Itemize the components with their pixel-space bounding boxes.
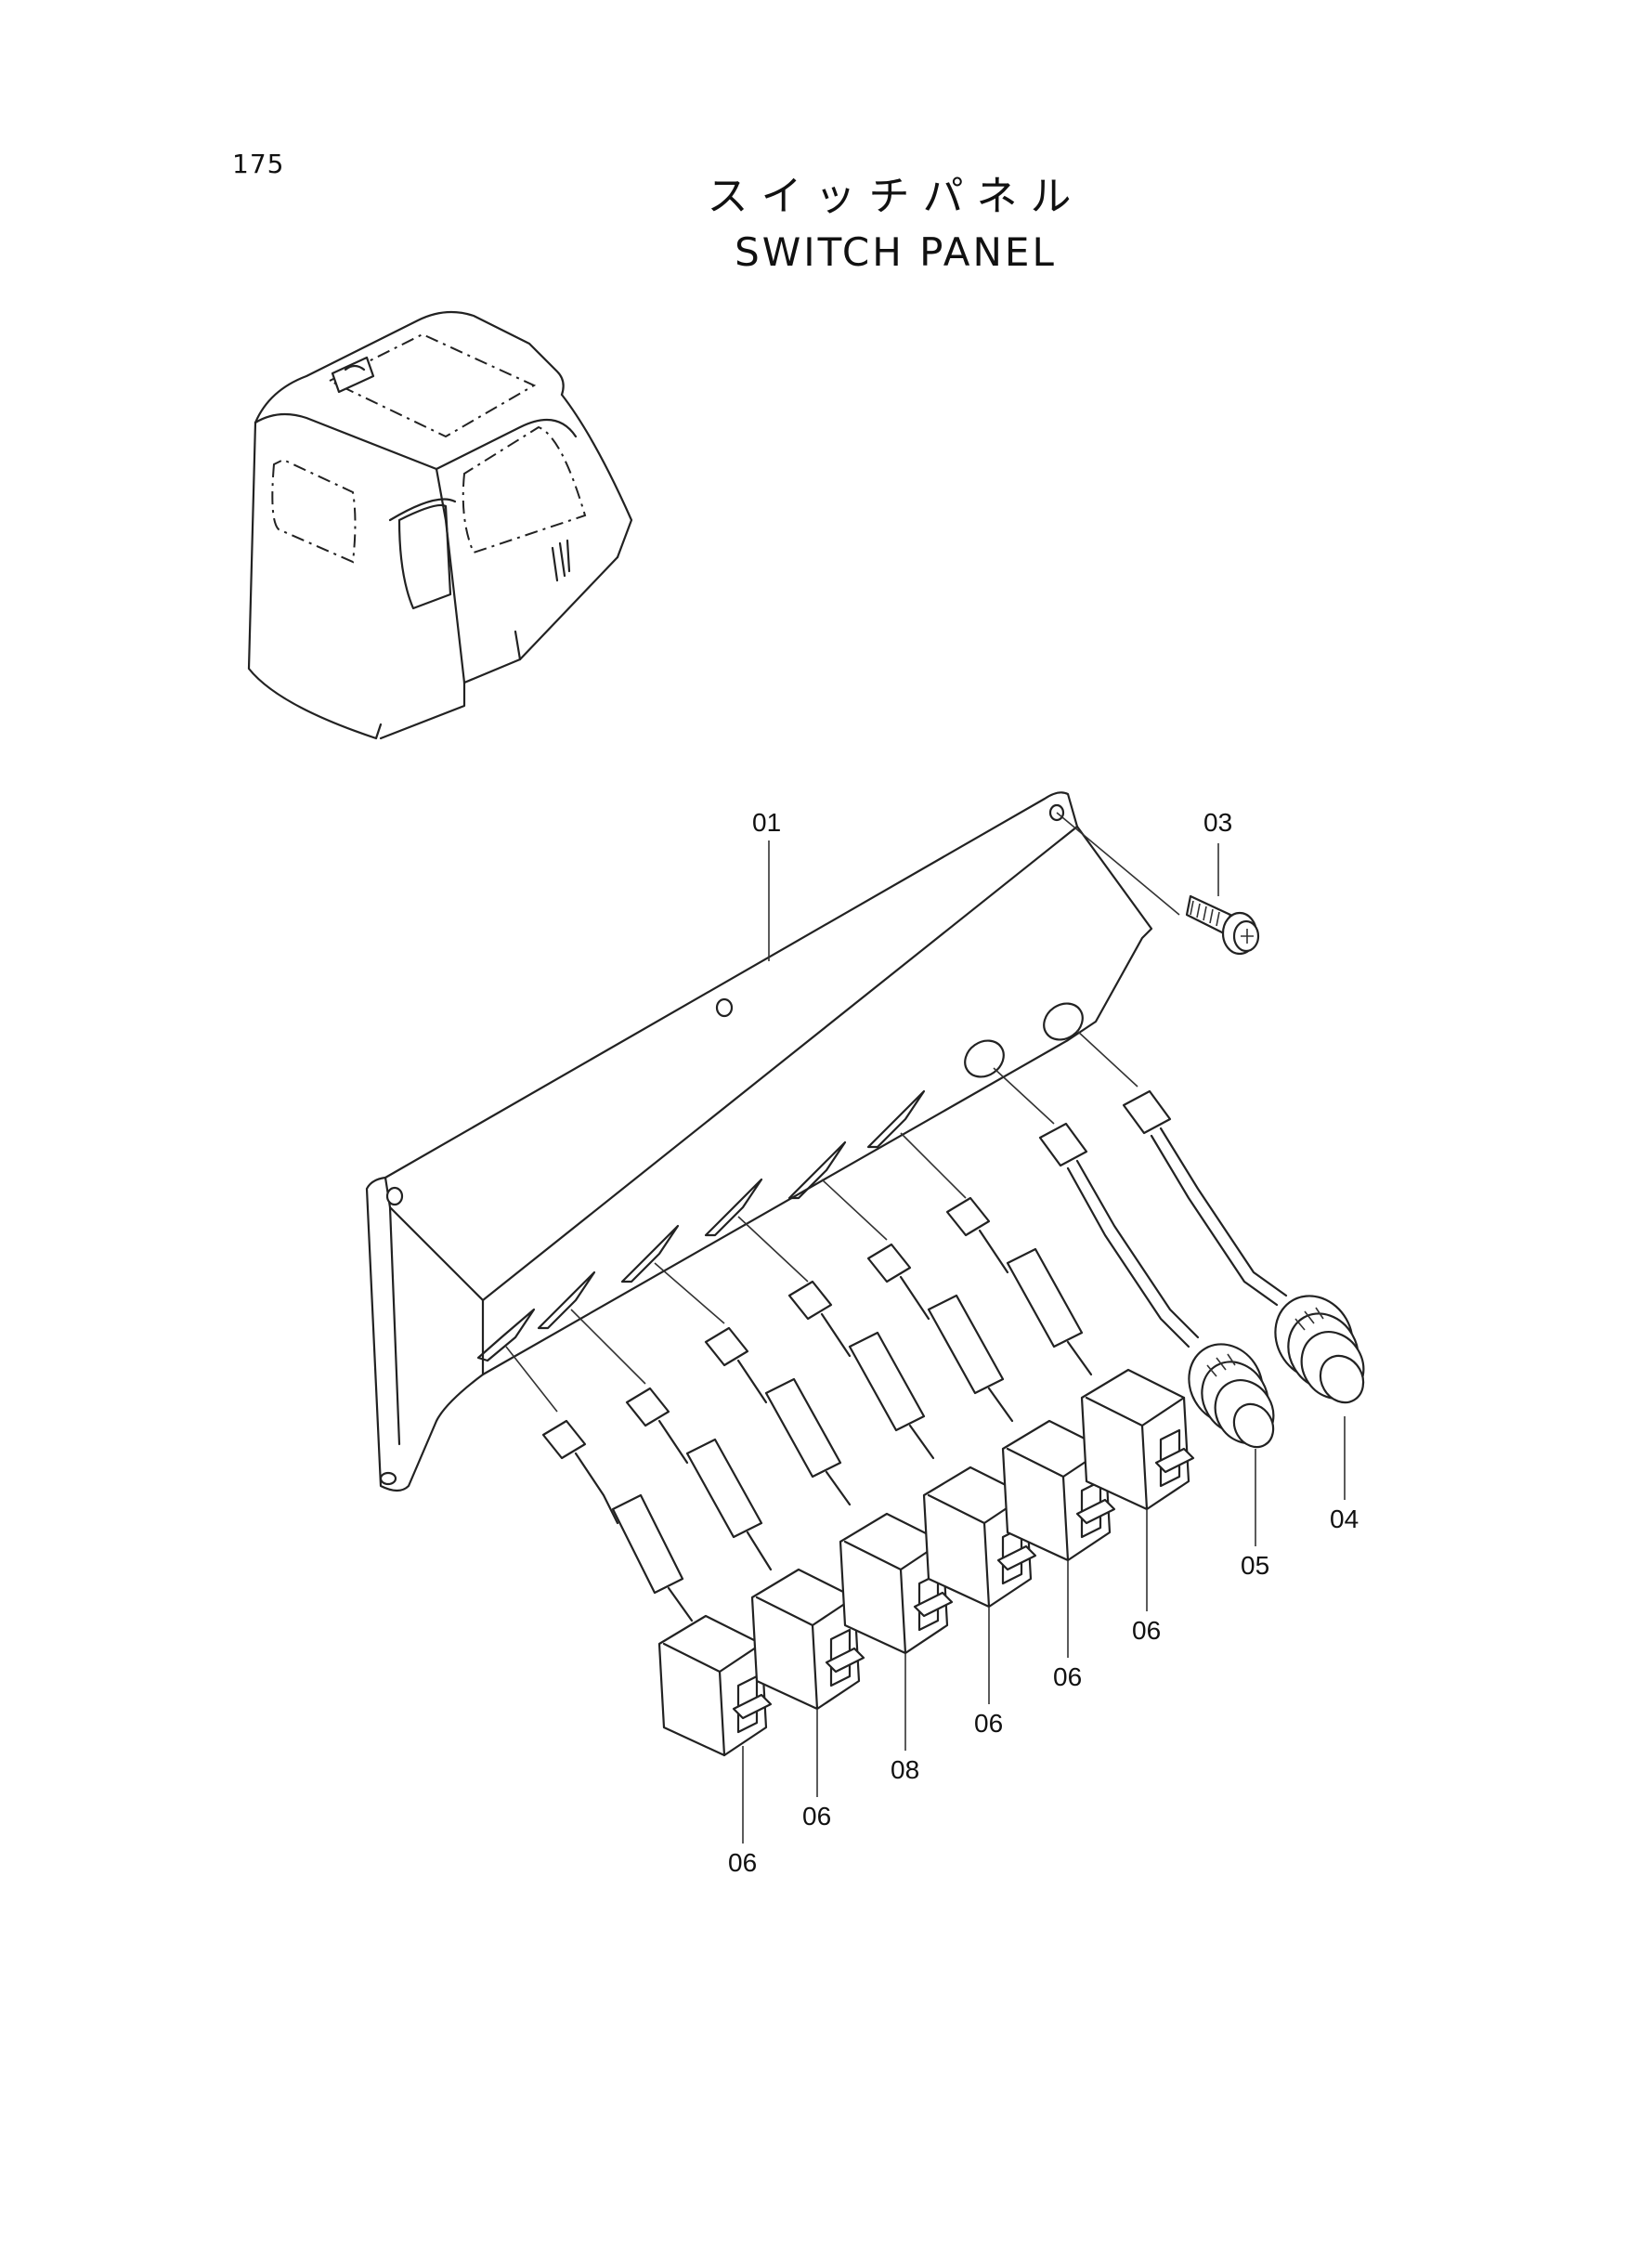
harness-5 <box>866 1243 1014 1423</box>
harness-1 <box>541 1419 694 1622</box>
round-switch-05 <box>1188 1343 1275 1449</box>
callout-06-b: 06 <box>802 1802 831 1831</box>
harness-6 <box>945 1196 1093 1376</box>
callout-08: 08 <box>891 1755 919 1784</box>
rocker-switch-4 <box>922 1466 1037 1609</box>
title-english: SWITCH PANEL <box>735 229 1057 275</box>
harness-4 <box>787 1280 935 1460</box>
round-switch-04 <box>1274 1295 1365 1404</box>
rocker-switch-3 <box>839 1512 954 1655</box>
callout-06-a: 06 <box>728 1848 757 1877</box>
wire-harnesses <box>505 1030 1288 1622</box>
callout-05: 05 <box>1241 1551 1269 1580</box>
callout-06-c: 06 <box>974 1709 1003 1738</box>
switch-panel-plate <box>365 791 1153 1492</box>
callout-04: 04 <box>1330 1505 1359 1533</box>
harness-2 <box>625 1387 773 1571</box>
callout-03: 03 <box>1203 808 1232 837</box>
rocker-switch-6 <box>1080 1368 1195 1511</box>
title-japanese: スイッチパネル <box>707 173 1085 220</box>
title-block: スイッチパネル SWITCH PANEL <box>0 163 1652 275</box>
rocker-switches <box>657 1368 1195 1757</box>
rocker-switch-2 <box>750 1568 865 1711</box>
harness-7 <box>1038 1122 1200 1348</box>
callout-labels: 01 03 04 05 06 06 06 08 06 06 <box>728 808 1359 1877</box>
rocker-switch-1 <box>657 1614 773 1757</box>
callout-leaders <box>742 840 1346 1844</box>
callout-01: 01 <box>752 808 781 837</box>
harness-3 <box>704 1326 852 1506</box>
screw-part <box>1056 812 1260 956</box>
callout-06-e: 06 <box>1132 1616 1161 1645</box>
harness-8 <box>1122 1089 1288 1307</box>
cab-overview-drawing <box>247 310 633 740</box>
page-number: 175 <box>232 149 285 179</box>
round-switches <box>1188 1295 1365 1449</box>
callout-06-d: 06 <box>1053 1662 1082 1691</box>
